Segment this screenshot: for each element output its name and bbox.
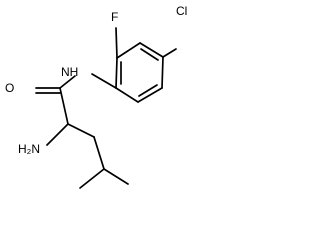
ring-bond-2 — [139, 42, 164, 58]
bond-layer — [35, 27, 177, 189]
ring-bond-5 — [115, 87, 139, 103]
fluorine-label: F — [111, 10, 118, 24]
chlorine-bond — [162, 48, 177, 58]
structure-diagram: F Cl NH O H₂N — [5, 4, 187, 189]
ring-bond-6 — [115, 57, 118, 89]
gamma-methyl-2-bond — [79, 168, 105, 189]
fluorine-bond — [115, 27, 118, 59]
chlorine-label: Cl — [176, 4, 187, 18]
beta-gamma-bond — [93, 136, 105, 170]
amine-label: H₂N — [18, 142, 40, 156]
molecule-canvas: F Cl NH O H₂N — [5, 4, 188, 189]
ring-bond-1 — [116, 42, 141, 59]
ring-inner-bond-2 — [138, 84, 158, 97]
amide-n-carbonyl-bond — [59, 75, 76, 89]
aryl-amide-nitrogen-bond — [91, 73, 117, 89]
ring-inner-bond-1 — [140, 48, 159, 61]
alpha-amine-bond — [46, 123, 69, 146]
label-layer: F Cl NH O H₂N — [5, 4, 187, 156]
gamma-methyl-1-bond — [103, 168, 129, 185]
amide-nitrogen-label: NH — [61, 65, 78, 79]
ring-bond-4 — [137, 87, 163, 103]
alpha-beta-bond — [67, 123, 95, 138]
carbonyl-alpha-bond — [59, 87, 69, 125]
ring-bond-3 — [161, 56, 164, 89]
carbonyl-oxygen-label: O — [5, 81, 14, 95]
